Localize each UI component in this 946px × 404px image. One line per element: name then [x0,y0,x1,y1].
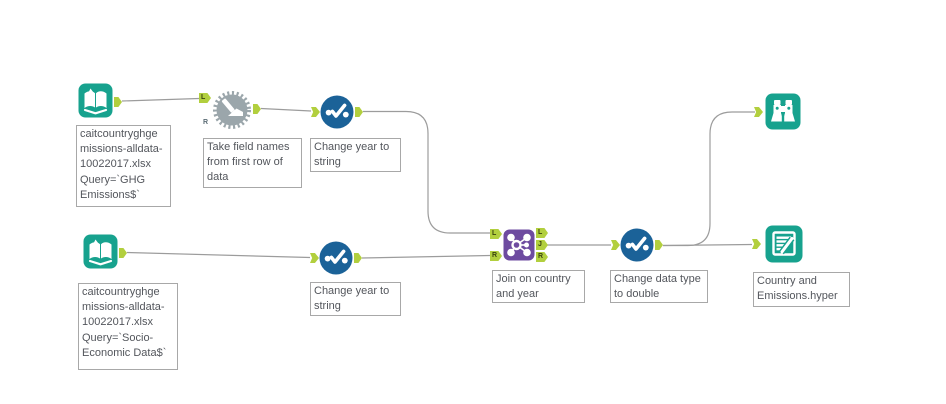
tool-annotation[interactable]: caitcountryghge missions-alldata- 100220… [76,125,171,207]
output-anchor[interactable] [253,104,261,114]
tool-select-year-top[interactable] [311,95,363,129]
tool-join[interactable]: L R L J R [490,228,548,262]
output-anchor[interactable] [355,107,363,117]
input-anchor[interactable] [752,239,761,249]
select-check-icon [620,228,654,262]
wire-input-ghg-to-rename[interactable] [121,97,200,102]
input-anchor[interactable] [310,253,319,263]
rename-input-anchor-r[interactable]: R [201,118,213,128]
gear-pencil-icon [213,91,251,129]
join-input-anchor-l[interactable]: L [490,229,502,239]
output-anchor[interactable] [119,248,127,258]
join-network-icon [503,229,535,261]
tool-select-year-bottom[interactable] [310,241,362,275]
join-input-anchor-r[interactable]: R [490,251,502,261]
tool-annotation[interactable]: caitcountryghge missions-alldata- 100220… [78,283,178,370]
wire-select-top-to-join-l[interactable] [363,110,490,234]
input-anchor[interactable] [311,107,320,117]
tool-dynamic-rename[interactable]: L R [199,88,261,132]
tool-annotation[interactable]: Change data type to double [610,270,708,303]
select-check-icon [319,241,353,275]
tool-annotation[interactable]: Change year to string [310,282,401,316]
tool-browse[interactable] [754,93,801,130]
output-anchor[interactable] [354,253,362,263]
join-output-anchor-j[interactable]: J [536,240,548,250]
browse-binoculars-icon [765,93,801,130]
tool-output-data[interactable] [752,225,803,263]
wire-rename-to-select-top[interactable] [260,107,312,112]
input-anchor[interactable] [611,240,620,250]
output-anchor[interactable] [655,240,663,250]
wire-select-bottom-to-join-r[interactable] [361,254,491,259]
tool-annotation[interactable]: Change year to string [310,138,401,172]
join-output-anchor-l[interactable]: L [536,228,548,238]
rename-input-anchor-l[interactable]: L [199,93,211,103]
tool-annotation[interactable]: Take field names from first row of data [203,138,302,188]
tool-select-datatype[interactable] [611,228,663,262]
join-output-anchor-r[interactable]: R [536,252,548,262]
wire-input-socio-to-select-bottom[interactable] [126,251,311,259]
book-input-icon [83,234,118,269]
select-check-icon [320,95,354,129]
tool-input-data-ghg[interactable] [78,83,122,118]
book-input-icon [78,83,113,118]
output-document-icon [765,225,803,263]
tool-input-data-socio[interactable] [83,234,127,269]
input-anchor[interactable] [754,107,763,117]
tool-annotation[interactable]: Country and Emissions.hyper [753,272,850,307]
tool-annotation[interactable]: Join on country and year [492,270,585,303]
output-anchor[interactable] [114,97,122,107]
wire-select-datatype-to-browse[interactable] [663,111,755,247]
